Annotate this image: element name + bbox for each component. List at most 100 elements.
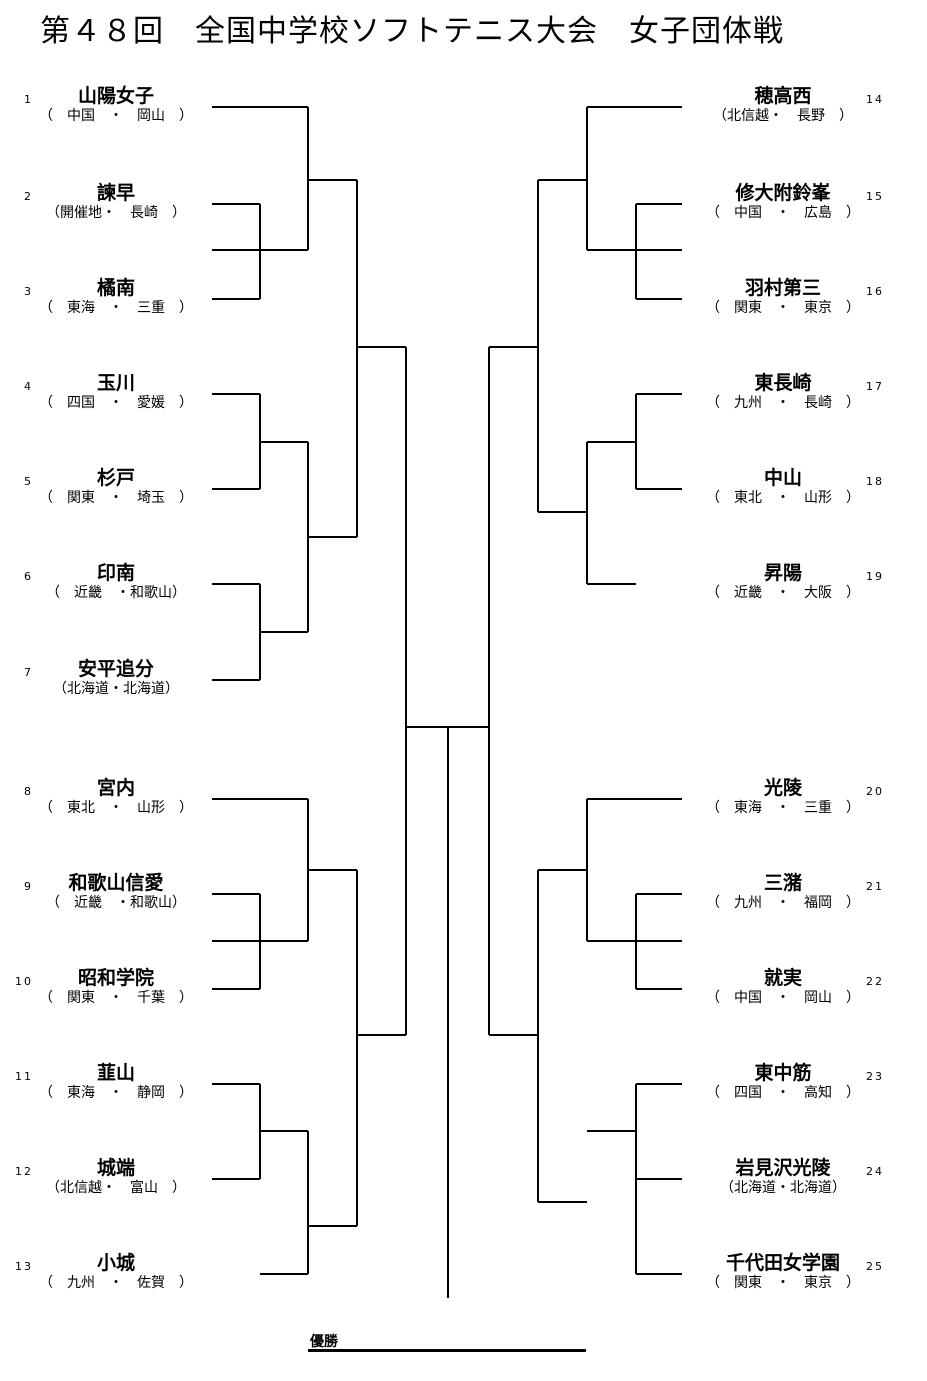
champion-line: [308, 1349, 586, 1352]
seed-number: 13: [15, 1260, 33, 1273]
team-entry: 城端（北信越・ 富山 ）: [36, 1157, 196, 1197]
seed-number: 19: [866, 570, 884, 583]
team-name: 千代田女学園: [725, 1252, 840, 1274]
seed-number: 14: [866, 93, 884, 106]
team-name: 山陽女子: [77, 85, 154, 107]
team-name: 中山: [763, 467, 802, 489]
team-entry: 岩見沢光陵（北海道・北海道）: [703, 1157, 863, 1197]
team-name: 昭和学院: [77, 967, 154, 989]
team-name: 三潴: [763, 872, 802, 894]
seed-number: 15: [866, 190, 884, 203]
seed-number: 16: [866, 285, 884, 298]
team-name: 岩見沢光陵: [735, 1157, 831, 1179]
champion-label: 優勝: [310, 1334, 338, 1350]
team-entry: 安平追分（北海道・北海道）: [36, 658, 196, 698]
team-entry: 橘南（ 東海 ・ 三重 ）: [36, 277, 196, 317]
team-name: 印南: [96, 562, 135, 584]
seed-number: 6: [24, 570, 33, 583]
team-entry: 宮内（ 東北 ・ 山形 ）: [36, 777, 196, 817]
team-entry: 昭和学院（ 関東 ・ 千葉 ）: [36, 967, 196, 1007]
team-region: （北信越・ 富山 ）: [46, 1180, 186, 1196]
team-name: 城端: [96, 1157, 135, 1179]
team-name: 穂高西: [754, 85, 812, 107]
seed-number: 22: [866, 975, 884, 988]
seed-number: 4: [24, 380, 33, 393]
seed-number: 21: [866, 880, 884, 893]
team-name: 宮内: [96, 777, 135, 799]
team-region: （ 関東 ・ 埼玉 ）: [39, 490, 193, 506]
team-name: 安平追分: [77, 658, 154, 680]
team-entry: 東長崎（ 九州 ・ 長崎 ）: [703, 372, 863, 412]
team-entry: 羽村第三（ 関東 ・ 東京 ）: [703, 277, 863, 317]
seed-number: 5: [24, 475, 33, 488]
team-region: （ 近畿 ・和歌山）: [46, 585, 186, 601]
team-name: 小城: [96, 1252, 135, 1274]
seed-number: 23: [866, 1070, 884, 1083]
team-region: （ 九州 ・ 長崎 ）: [706, 395, 860, 411]
team-region: （ 四国 ・ 愛媛 ）: [39, 395, 193, 411]
team-name: 東長崎: [754, 372, 812, 394]
team-entry: 玉川（ 四国 ・ 愛媛 ）: [36, 372, 196, 412]
team-name: 就実: [763, 967, 802, 989]
team-entry: 杉戸（ 関東 ・ 埼玉 ）: [36, 467, 196, 507]
team-entry: 印南（ 近畿 ・和歌山）: [36, 562, 196, 602]
team-region: （ 近畿 ・和歌山）: [46, 895, 186, 911]
team-region: （ 近畿 ・ 大阪 ）: [706, 585, 860, 601]
seed-number: 25: [866, 1260, 884, 1273]
team-region: （開催地・ 長崎 ）: [46, 205, 186, 221]
team-name: 羽村第三: [744, 277, 821, 299]
seed-number: 24: [866, 1165, 884, 1178]
team-name: 光陵: [763, 777, 802, 799]
team-region: （ 東海 ・ 静岡 ）: [39, 1085, 193, 1101]
seed-number: 20: [866, 785, 884, 798]
team-region: （ 関東 ・ 千葉 ）: [39, 990, 193, 1006]
page-title: 第４８回 全国中学校ソフトテニス大会 女子団体戦: [40, 14, 784, 49]
team-entry: 光陵（ 東海 ・ 三重 ）: [703, 777, 863, 817]
team-region: （ 東海 ・ 三重 ）: [39, 300, 193, 316]
team-entry: 東中筋（ 四国 ・ 高知 ）: [703, 1062, 863, 1102]
team-region: （ 関東 ・ 東京 ）: [706, 300, 860, 316]
seed-number: 8: [24, 785, 33, 798]
team-name: 和歌山信愛: [68, 872, 164, 894]
seed-number: 12: [15, 1165, 33, 1178]
team-region: （ 九州 ・ 福岡 ）: [706, 895, 860, 911]
team-name: 昇陽: [763, 562, 802, 584]
team-region: （ 九州 ・ 佐賀 ）: [39, 1275, 193, 1291]
team-name: 韮山: [96, 1062, 135, 1084]
team-entry: 修大附鈴峯（ 中国 ・ 広島 ）: [703, 182, 863, 222]
team-name: 杉戸: [96, 467, 135, 489]
team-region: （ 関東 ・ 東京 ）: [706, 1275, 860, 1291]
team-region: （ 東北 ・ 山形 ）: [706, 490, 860, 506]
team-region: （北海道・北海道）: [720, 1180, 846, 1196]
team-entry: 千代田女学園（ 関東 ・ 東京 ）: [703, 1252, 863, 1292]
team-entry: 韮山（ 東海 ・ 静岡 ）: [36, 1062, 196, 1102]
team-entry: 山陽女子（ 中国 ・ 岡山 ）: [36, 85, 196, 125]
seed-number: 1: [24, 93, 33, 106]
seed-number: 11: [15, 1070, 33, 1083]
seed-number: 3: [24, 285, 33, 298]
team-entry: 三潴（ 九州 ・ 福岡 ）: [703, 872, 863, 912]
seed-number: 2: [24, 190, 33, 203]
team-entry: 昇陽（ 近畿 ・ 大阪 ）: [703, 562, 863, 602]
team-region: （ 東北 ・ 山形 ）: [39, 800, 193, 816]
team-name: 諫早: [96, 182, 135, 204]
team-region: （ 東海 ・ 三重 ）: [706, 800, 860, 816]
team-name: 修大附鈴峯: [735, 182, 831, 204]
seed-number: 7: [24, 666, 33, 679]
team-region: （北海道・北海道）: [53, 681, 179, 697]
team-entry: 就実（ 中国 ・ 岡山 ）: [703, 967, 863, 1007]
team-region: （ 中国 ・ 広島 ）: [706, 205, 860, 221]
team-entry: 穂高西（北信越・ 長野 ）: [703, 85, 863, 125]
seed-number: 18: [866, 475, 884, 488]
team-region: （ 中国 ・ 岡山 ）: [39, 108, 193, 124]
team-region: （北信越・ 長野 ）: [713, 108, 853, 124]
team-name: 橘南: [96, 277, 135, 299]
seed-number: 10: [15, 975, 33, 988]
team-name: 東中筋: [754, 1062, 812, 1084]
team-entry: 中山（ 東北 ・ 山形 ）: [703, 467, 863, 507]
seed-number: 17: [866, 380, 884, 393]
seed-number: 9: [24, 880, 33, 893]
team-entry: 小城（ 九州 ・ 佐賀 ）: [36, 1252, 196, 1292]
team-region: （ 中国 ・ 岡山 ）: [706, 990, 860, 1006]
